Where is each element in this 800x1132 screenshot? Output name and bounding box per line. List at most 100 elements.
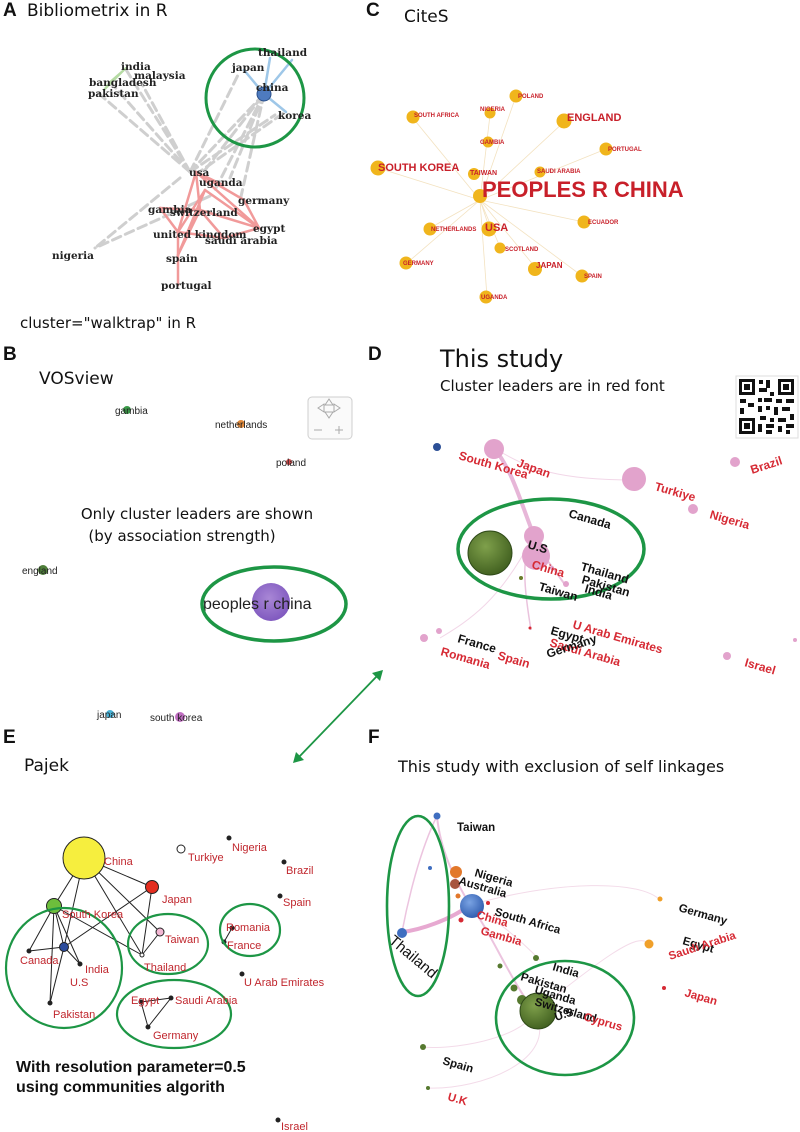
a-korea: korea xyxy=(278,110,311,122)
panel-f-nodes xyxy=(397,812,666,1090)
panel-f-edges xyxy=(401,815,661,1089)
e-u-arab-emirates: U Arab Emirates xyxy=(244,977,325,989)
panel-a: A Bibliometrix in R xyxy=(3,0,311,332)
a-uganda: uganda xyxy=(199,177,243,189)
panel-d-cluster-ring xyxy=(456,497,646,601)
f-gambia: Gambia xyxy=(479,925,523,948)
panel-f: F This study with exclusion of self link… xyxy=(368,727,738,1109)
e-canada: Canada xyxy=(20,955,59,967)
e-saudi-arabia: Saudi Arabia xyxy=(175,995,238,1007)
c-germany: GERMANY xyxy=(403,261,434,267)
panel-b-nodes xyxy=(38,406,292,722)
f-germany: Germany xyxy=(677,902,729,927)
a-switzerland: switzerland xyxy=(170,207,238,219)
f-uk: U.K xyxy=(446,1091,469,1108)
e-us: U.S xyxy=(70,977,88,989)
c-gambia: GAMBIA xyxy=(480,140,505,146)
d-israel: Israel xyxy=(743,655,777,677)
panel-f-labels: Taiwan Nigeria Australia China South Afr… xyxy=(385,822,738,1109)
e-israel: Israel xyxy=(281,1121,308,1132)
panel-a-letter: A xyxy=(3,0,17,21)
c-taiwan: TAIWAN xyxy=(470,170,497,177)
a-egypt: egypt xyxy=(253,223,285,235)
b-gambia: gambia xyxy=(115,406,148,417)
a-gambia: gambia xyxy=(148,204,192,216)
b-south-korea: south korea xyxy=(150,713,203,724)
b-peoples-r-china: peoples r china xyxy=(203,596,312,613)
panel-d-nodes xyxy=(420,439,797,660)
e-spain: Spain xyxy=(283,897,311,909)
e-egypt: Egypt xyxy=(131,995,159,1007)
panel-e-letter: E xyxy=(3,727,16,748)
b-japan: japan xyxy=(96,710,121,721)
f-switzerland: U.S xyxy=(553,1006,575,1023)
a-germany: germany xyxy=(238,195,290,207)
e-romania: Romania xyxy=(226,922,271,934)
e-france: France xyxy=(227,940,261,952)
panel-f-title: This study with exclusion of self linkag… xyxy=(397,757,724,776)
b-netherlands: netherlands xyxy=(215,420,267,431)
panel-d-subtitle: Cluster leaders are in red font xyxy=(440,377,665,395)
panel-c: C CiteS POLAND NIGERIA SOUTH AFRICA xyxy=(366,0,684,304)
a-united-kingdom: united kingdom xyxy=(153,229,246,241)
a-pakistan: pakistan xyxy=(88,88,139,100)
f-taiwan: Taiwan xyxy=(457,822,495,834)
panel-b: B VOSview gambia netherlands poland engl… xyxy=(3,344,353,724)
panel-e-nodes xyxy=(26,835,287,1123)
c-saudi-arabia: SAUDI ARABIA xyxy=(537,169,581,175)
d-us: U.S xyxy=(526,537,549,556)
a-india: india xyxy=(121,61,151,73)
d-nigeria: Nigeria xyxy=(708,507,751,532)
panel-b-note-line1: Only cluster leaders are shown xyxy=(81,505,313,523)
a-bangladesh: bangladesh xyxy=(89,77,157,89)
a-usa: usa xyxy=(189,167,210,179)
c-usa: USA xyxy=(485,222,508,234)
c-peoples-r-china: PEOPLES R CHINA xyxy=(482,177,684,202)
c-netherlands: NETHERLANDS xyxy=(431,227,476,233)
e-india: India xyxy=(85,964,110,976)
e-brazil: Brazil xyxy=(286,865,314,877)
panel-b-title: VOSview xyxy=(39,369,114,389)
panel-e-labels: China Turkiye Nigeria Brazil Japan South… xyxy=(20,842,325,1132)
panel-c-edges xyxy=(377,95,607,298)
panel-e-title: Pajek xyxy=(24,756,69,776)
e-japan: Japan xyxy=(162,894,192,906)
a-japan: japan xyxy=(231,62,265,74)
c-spain: SPAIN xyxy=(584,274,602,280)
panel-d-title: This study xyxy=(439,345,563,373)
c-uganda: UGANDA xyxy=(481,295,508,301)
c-south-korea: SOUTH KOREA xyxy=(378,162,459,174)
c-england: ENGLAND xyxy=(567,112,621,124)
f-japan: India xyxy=(551,961,581,980)
a-malaysia: malaysia xyxy=(134,70,186,82)
panel-e-cluster-rings xyxy=(4,902,282,1050)
c-nigeria: NIGERIA xyxy=(480,107,506,113)
panel-e: E Pajek xyxy=(3,727,325,1132)
c-scotland: SCOTLAND xyxy=(505,247,539,253)
e-turkiye: Turkiye xyxy=(188,852,224,864)
c-portugal: PORTUGAL xyxy=(608,147,642,153)
panel-d-letter: D xyxy=(368,344,382,365)
a-thailand: thailand xyxy=(258,47,308,59)
e-nigeria: Nigeria xyxy=(232,842,268,854)
c-south-africa: SOUTH AFRICA xyxy=(414,113,460,119)
a-spain: spain xyxy=(166,253,198,265)
panel-c-title: CiteS xyxy=(404,7,449,27)
d-brazil: Brazil xyxy=(749,453,784,476)
c-japan: JAPAN xyxy=(536,261,563,270)
panel-c-letter: C xyxy=(366,0,380,21)
d-china: China xyxy=(530,557,566,580)
double-arrow-icon xyxy=(293,670,383,763)
panel-c-nodes xyxy=(370,89,613,304)
b-england: england xyxy=(22,566,58,577)
panel-b-labels: gambia netherlands poland england people… xyxy=(22,406,312,724)
f-cyprus: Japan xyxy=(683,987,718,1008)
panel-d: D This study Cluster leaders are in red … xyxy=(368,344,799,678)
b-poland: poland xyxy=(276,458,306,469)
d-turkiye: Turkiye xyxy=(653,479,697,504)
panel-c-labels: POLAND NIGERIA SOUTH AFRICA ENGLAND GAMB… xyxy=(378,94,684,301)
panel-b-nav-widget[interactable] xyxy=(307,396,353,440)
a-nigeria: nigeria xyxy=(52,250,94,262)
qr-code-icon xyxy=(735,375,799,439)
